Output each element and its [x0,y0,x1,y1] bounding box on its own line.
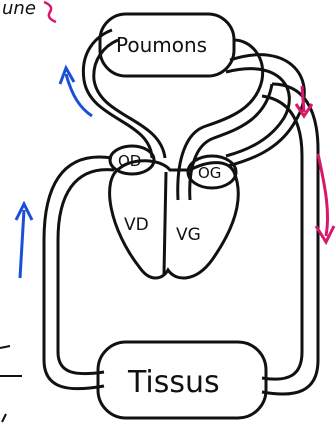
tissues-label: Tissus [127,365,220,400]
septum [164,172,166,274]
pulmonary-artery-inner [94,40,165,158]
vd-label: VD [124,215,149,235]
vg-label: VG [176,225,201,245]
og-label: OG [198,164,221,182]
lungs-label: Poumons [116,33,207,57]
od-label: OD [118,152,141,170]
header-bracket [44,2,56,22]
margin-mark-1 [0,346,10,348]
vena-cava-inner [58,170,114,374]
margin-mark-3 [2,414,6,422]
blue-arrow-lower [16,204,32,278]
header-text: une [2,0,36,19]
